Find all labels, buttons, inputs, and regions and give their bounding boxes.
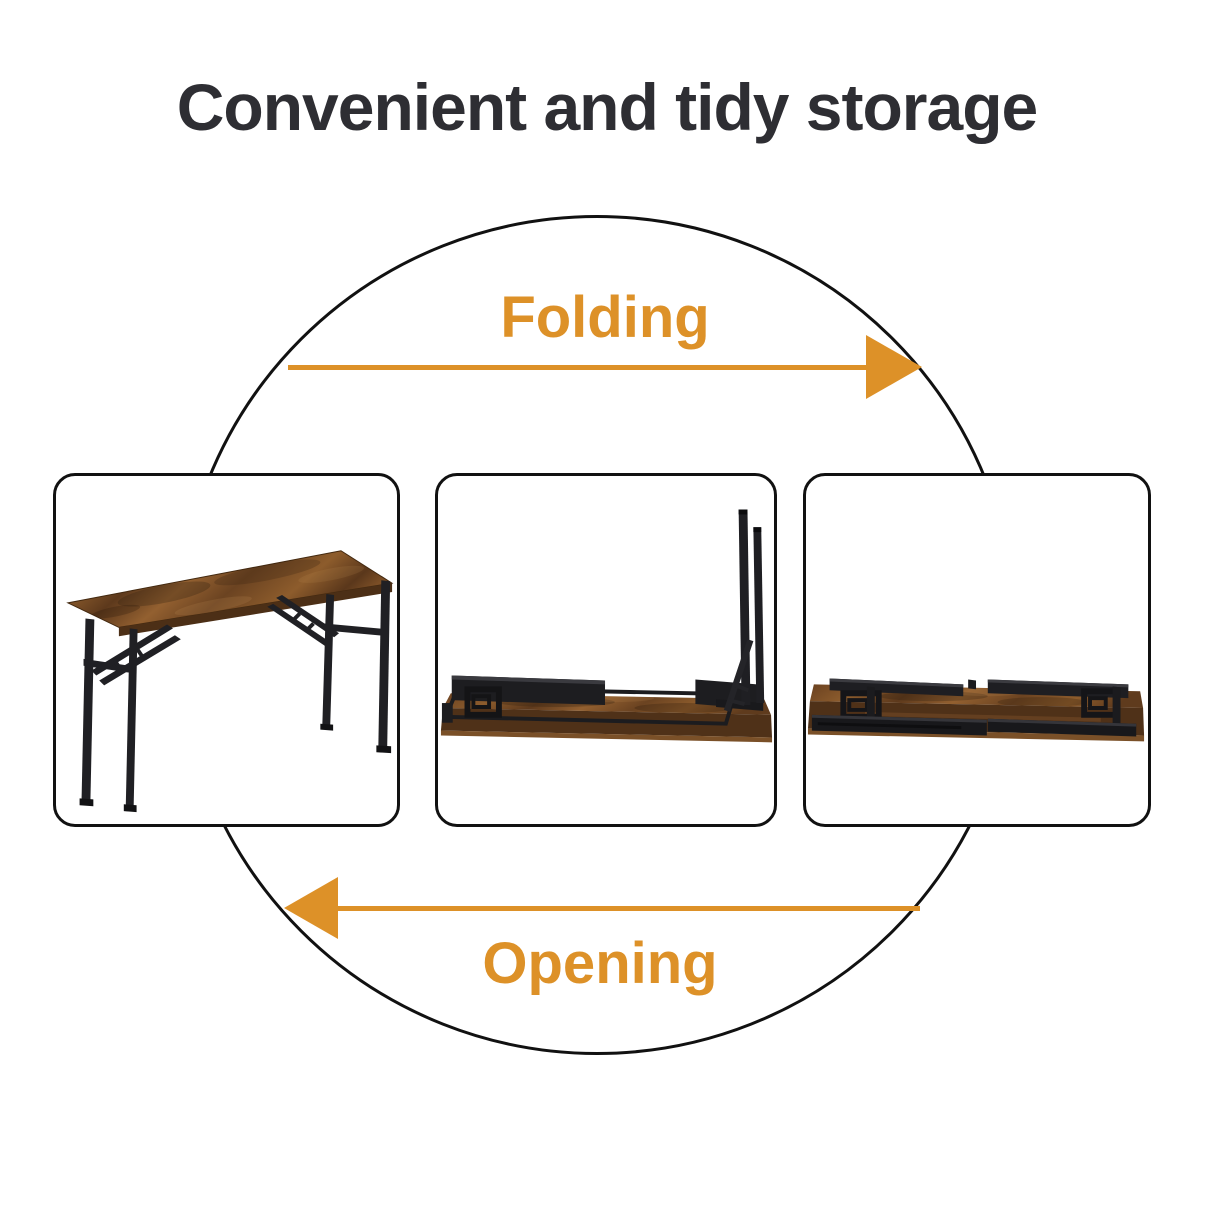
step-box-assembled [53, 473, 400, 827]
opening-arrow-head [284, 877, 338, 939]
folding-arrow-head [866, 335, 922, 399]
page-title: Convenient and tidy storage [176, 70, 1038, 144]
opening-label: Opening [482, 931, 718, 996]
folded-flat-table-image [807, 678, 1145, 742]
folding-label: Folding [500, 285, 710, 350]
half-folded-table-image [440, 509, 773, 743]
step-box-half-folded [435, 473, 777, 827]
table-legs [79, 580, 392, 813]
upright-leg-frame [723, 509, 765, 712]
assembled-table-image [66, 550, 394, 813]
folded-frame-parts [811, 678, 1137, 737]
step-box-folded-flat [803, 473, 1151, 827]
table-top [66, 550, 394, 637]
folding-arrow-shaft [288, 365, 870, 370]
opening-arrow-shaft [338, 906, 920, 911]
